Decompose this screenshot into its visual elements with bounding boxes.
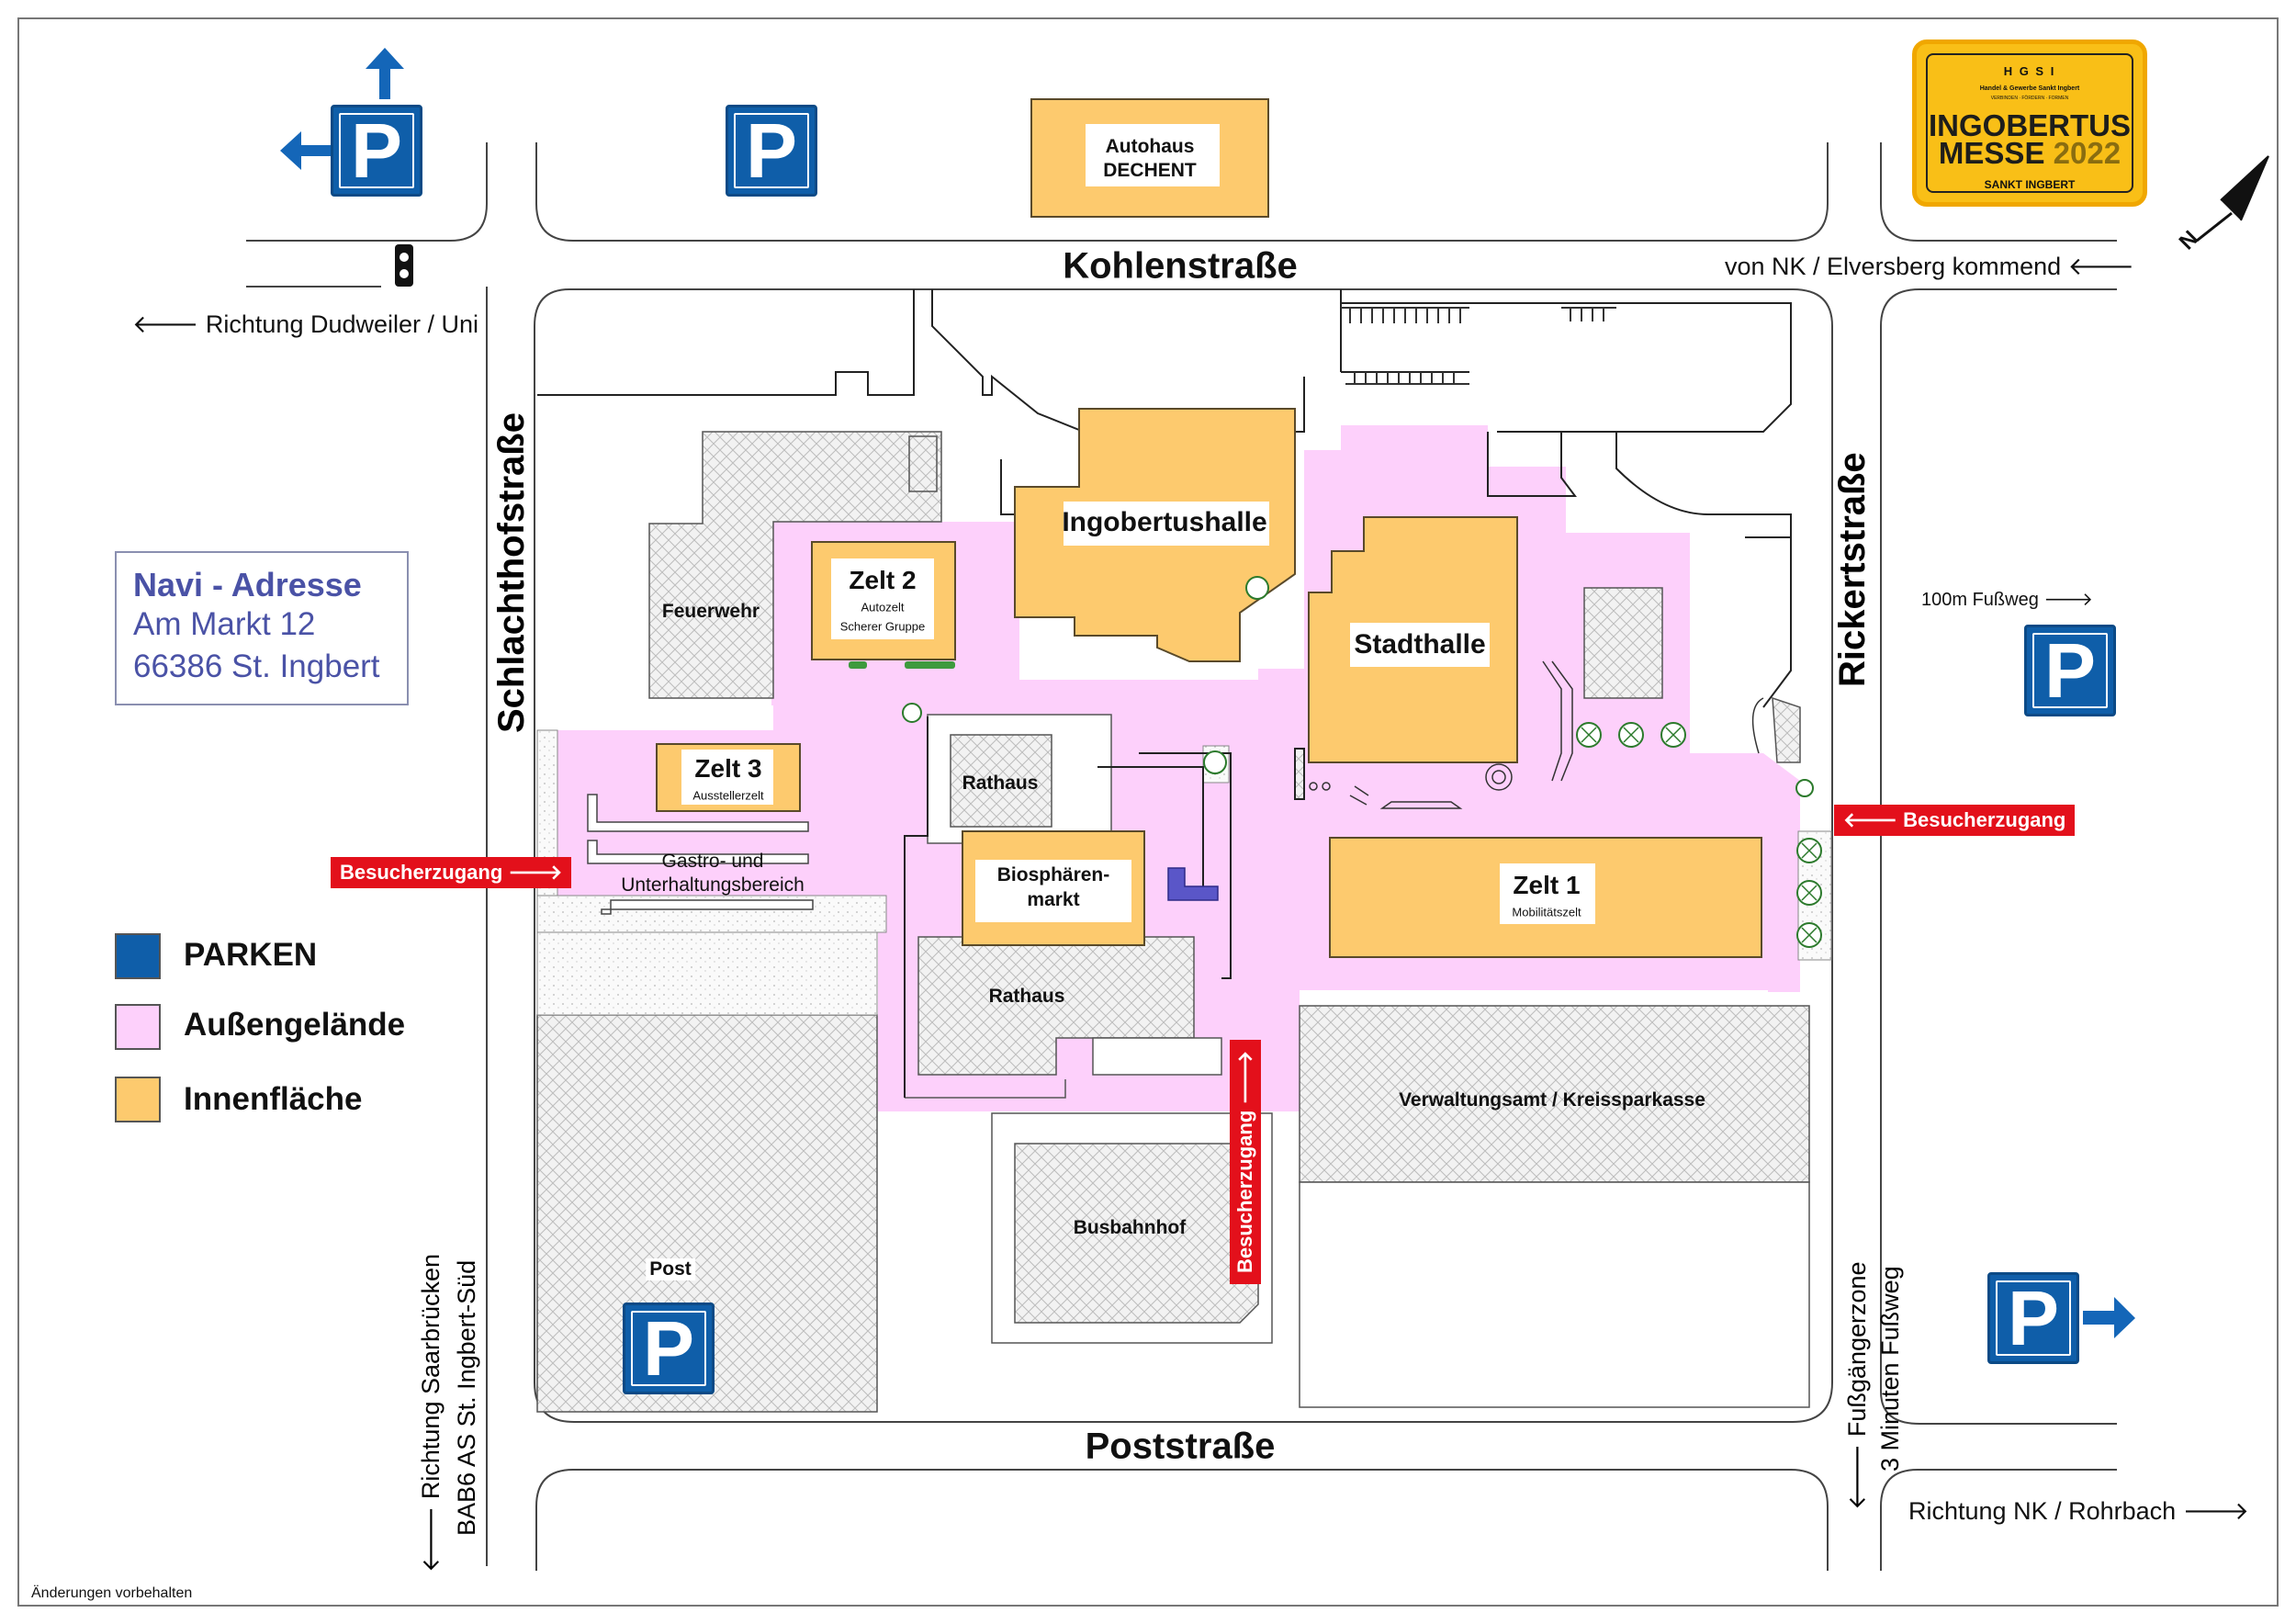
- parking-arrows: [280, 48, 2135, 1338]
- logo-messe: MESSE: [1938, 136, 2045, 170]
- label-zelt1: Zelt 1: [1513, 871, 1581, 899]
- disclaimer: Änderungen vorbehalten: [31, 1585, 193, 1601]
- direction-fussgaengerzone: 🡐 Fußgängerzone: [1843, 1261, 1871, 1510]
- building-outlines: [537, 289, 1792, 1098]
- feuerwehr-building: [648, 431, 942, 699]
- visitor-access-left: Besucherzugang 🡒: [331, 857, 572, 888]
- street-outlines: [246, 142, 2117, 1571]
- navi-title: Navi - Adresse: [133, 566, 362, 603]
- label-verwaltung: Verwaltungsamt / Kreissparkasse: [1399, 1089, 1705, 1111]
- visitor-access-bottom: Besucherzugang 🡒: [1230, 1039, 1261, 1284]
- legend-swatch-outdoor: [115, 1004, 161, 1050]
- traffic-light-icon: [395, 244, 413, 287]
- street-rickertstrasse: Rickertstraße: [1832, 452, 1873, 687]
- label-zelt2: Zelt 2: [849, 566, 917, 594]
- direction-nk-elversberg: von NK / Elversberg kommend 🡐: [1725, 253, 2135, 280]
- direction-bab6: BAB6 AS St. Ingbert-Süd: [453, 1259, 480, 1536]
- direction-nk-rohrbach: Richtung NK / Rohrbach 🡒: [1908, 1497, 2250, 1525]
- logo-tagline: VERBINDEN · FÖRDERN · FORMEN: [1990, 96, 2069, 101]
- label-post: Post: [646, 1258, 695, 1280]
- parking-sign-right: P: [2024, 625, 2116, 716]
- label-zelt3: Zelt 3: [694, 754, 762, 783]
- label-biosphaeren-1: Biosphären-: [996, 864, 1110, 885]
- direction-saarbruecken: 🡐 Richtung Saarbrücken: [417, 1253, 445, 1573]
- label-zelt2-sub1: Autozelt: [861, 600, 905, 615]
- legend-parking: PARKEN: [184, 937, 318, 973]
- label-zelt3-sub: Ausstellerzelt: [692, 788, 764, 803]
- parking-sign-top-middle: P: [726, 105, 817, 197]
- direction-fussweg: 3 Minuten Fußweg: [1876, 1266, 1904, 1472]
- ingobertus-messe-logo: H G S I Handel & Gewerbe Sankt Ingbert V…: [1912, 39, 2147, 207]
- label-ingobertushalle: Ingobertushalle: [1062, 507, 1267, 537]
- street-poststrasse: Poststraße: [1085, 1426, 1276, 1467]
- label-stadthalle: Stadthalle: [1354, 629, 1486, 660]
- label-feuerwehr: Feuerwehr: [661, 601, 760, 622]
- label-gastro-2: Unterhaltungsbereich: [621, 874, 805, 896]
- label-autohaus-2: DECHENT: [1103, 160, 1197, 181]
- logo-bottom: SANKT INGBERT: [1984, 178, 2076, 191]
- logo-line1: INGOBERTUS: [1928, 108, 2131, 142]
- blue-feature: [1167, 867, 1219, 901]
- courtyard-hatch: [1583, 587, 1663, 699]
- navi-address-box: Navi - Adresse Am Markt 12 66386 St. Ing…: [115, 551, 409, 705]
- legend-swatch-parking: [115, 933, 161, 979]
- rathaus-bottom-building: [917, 936, 1195, 1076]
- label-rathaus-bottom: Rathaus: [988, 986, 1065, 1007]
- label-rathaus-top: Rathaus: [962, 773, 1039, 794]
- visitor-access-right: 🡐 Besucherzugang: [1834, 805, 2076, 836]
- logo-year: 2022: [2053, 136, 2122, 170]
- label-gastro-1: Gastro- und: [661, 851, 764, 872]
- navi-city: 66386 St. Ingbert: [133, 648, 380, 684]
- parking-sign-post: P: [623, 1303, 715, 1394]
- label-busbahnhof: Busbahnhof: [1073, 1217, 1187, 1238]
- direction-footpath: 100m Fußweg 🡒: [1921, 590, 2094, 610]
- label-zelt1-sub: Mobilitätszelt: [1512, 905, 1581, 919]
- legend-indoor: Innenfläche: [184, 1081, 363, 1117]
- label-zelt2-sub2: Scherer Gruppe: [839, 619, 926, 634]
- stairs: [1341, 307, 1616, 385]
- legend-swatch-indoor: [115, 1077, 161, 1122]
- logo-line2: MESSE 2022: [1917, 136, 2143, 171]
- street-schlachthofstrasse: Schlachthofstraße: [491, 412, 532, 733]
- map-frame: [17, 17, 2279, 1607]
- street-kohlenstrasse: Kohlenstraße: [1063, 245, 1298, 287]
- label-biosphaeren-2: markt: [1027, 889, 1080, 910]
- parking-sign-bottom-right: P: [1987, 1272, 2079, 1364]
- parking-sign-top-left: P: [331, 105, 422, 197]
- legend-outdoor: Außengelände: [184, 1007, 406, 1043]
- label-autohaus-1: Autohaus: [1105, 136, 1195, 157]
- direction-dudweiler: 🡐 Richtung Dudweiler / Uni: [132, 310, 479, 338]
- logo-hgsi: H G S I: [2003, 64, 2056, 78]
- north-arrow-icon: [2196, 155, 2269, 242]
- logo-subtitle: Handel & Gewerbe Sankt Ingbert: [1979, 85, 2080, 92]
- verwaltung-building: [1299, 1005, 1810, 1183]
- navi-street: Am Markt 12: [133, 606, 316, 642]
